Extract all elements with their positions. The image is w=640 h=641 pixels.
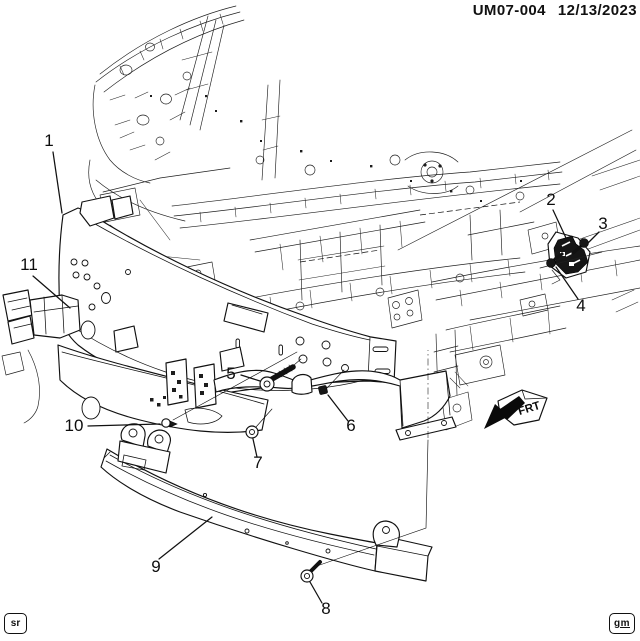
energy-absorber: [57, 325, 269, 433]
callout-10-label: 10: [65, 416, 84, 435]
lower-bar-part-9: [100, 423, 433, 582]
callout-6-label: 6: [346, 416, 355, 435]
callout-5-label: 5: [226, 364, 235, 383]
impact-bar-part-1: [58, 195, 397, 394]
doc-header: UM07-004 12/13/2023: [473, 2, 637, 19]
clip-part-6: [318, 369, 345, 395]
callout-8-label: 8: [321, 599, 330, 618]
frt-arrowhead: [484, 404, 509, 429]
callout-9-label: 9: [151, 557, 160, 576]
callout-7-label: 7: [253, 453, 262, 472]
callout-6: 6: [327, 394, 356, 435]
callout-2-label: 2: [546, 190, 555, 209]
callout-8: 8: [309, 581, 331, 618]
author-badge-text: sr: [10, 618, 21, 629]
author-badge: sr: [4, 613, 27, 634]
bolt-part-4: [546, 252, 564, 268]
callout-7: 7: [252, 438, 263, 472]
callout-11: 11: [20, 255, 71, 309]
callout-9: 9: [151, 516, 213, 576]
callout-4-label: 4: [576, 296, 585, 315]
nut-part-7: [245, 408, 273, 439]
callout-10: 10: [65, 416, 161, 435]
callout-1: 1: [44, 131, 63, 214]
brand-badge: gm: [609, 613, 635, 634]
fastener-part-10: [161, 351, 298, 428]
frt-direction-arrow: FRT: [484, 389, 548, 429]
brand-badge-text: gm: [614, 618, 630, 629]
callout-1-label: 1: [44, 131, 53, 150]
callouts: 1 2 3 4 5 6 7 8 9 10 11: [20, 131, 608, 618]
callout-11-label: 11: [20, 255, 38, 274]
vehicle-structure: [88, 5, 640, 431]
callout-2: 2: [546, 190, 567, 239]
callout-3-label: 3: [598, 214, 607, 233]
callout-5: 5: [226, 364, 261, 383]
doc-id: UM07-004: [472, 2, 546, 19]
bolt-part-8: [300, 350, 429, 583]
sensor-bracket-part-2: [539, 231, 603, 285]
callout-3: 3: [587, 214, 608, 244]
bolt-part-3: [571, 238, 589, 255]
doc-date: 12/13/2023: [557, 2, 637, 19]
callout-4: 4: [555, 266, 586, 315]
bolt-part-5: [259, 358, 302, 392]
